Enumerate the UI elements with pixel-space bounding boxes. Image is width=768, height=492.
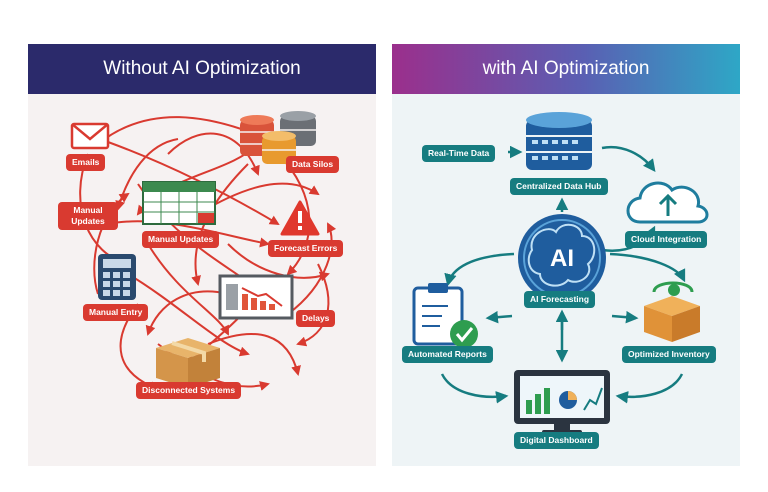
automated-reports-label: Automated Reports: [402, 346, 493, 363]
ai-text: AI: [550, 245, 574, 272]
without-ai-title: Without AI Optimization: [28, 44, 376, 94]
chaos-diagram: [70, 111, 337, 391]
real-time-data-label: Real-Time Data: [422, 145, 496, 162]
delays-label: Delays: [296, 310, 336, 327]
warning-triangle-icon: [280, 200, 320, 236]
declining-chart-icon: [218, 274, 294, 320]
with-ai-title: with AI Optimization: [392, 44, 740, 94]
spreadsheet-icon: [142, 181, 216, 225]
emails-label: Emails: [66, 154, 106, 171]
cloud-integration-label: Cloud Integration: [625, 231, 708, 248]
clipboard-check-icon: [412, 283, 478, 348]
database-silos-icon: [240, 111, 316, 164]
manual-entry-label: Manual Entry: [83, 304, 149, 321]
ai-forecasting-label: AI Forecasting: [524, 291, 596, 308]
disconnected-systems-label: Disconnected Systems: [136, 382, 242, 399]
inventory-box-icon: [644, 281, 700, 342]
manual-updates-center-label: Manual Updates: [142, 231, 220, 248]
dashboard-monitor-icon: [514, 370, 610, 434]
ai-flow-diagram: AI: [412, 112, 709, 434]
cardboard-box-icon: [156, 338, 220, 388]
cloud-upload-icon: [626, 181, 709, 224]
forecast-errors-label: Forecast Errors: [268, 240, 344, 257]
optimized-inventory-label: Optimized Inventory: [622, 346, 716, 363]
manual-updates-side-label: Manual Updates: [58, 202, 118, 230]
email-envelope-icon: [70, 122, 110, 150]
data-silos-label: Data Silos: [286, 156, 340, 173]
calculator-icon: [98, 254, 136, 300]
digital-dashboard-label: Digital Dashboard: [514, 432, 599, 449]
with-ai-panel: with AI Optimization: [392, 44, 740, 466]
flow-arrows: [440, 145, 686, 404]
centralized-data-hub-label: Centralized Data Hub: [510, 178, 608, 195]
server-stack-icon: [526, 112, 592, 170]
ai-brain-icon: AI: [518, 214, 606, 302]
without-ai-panel: Without AI Optimization: [28, 44, 376, 466]
